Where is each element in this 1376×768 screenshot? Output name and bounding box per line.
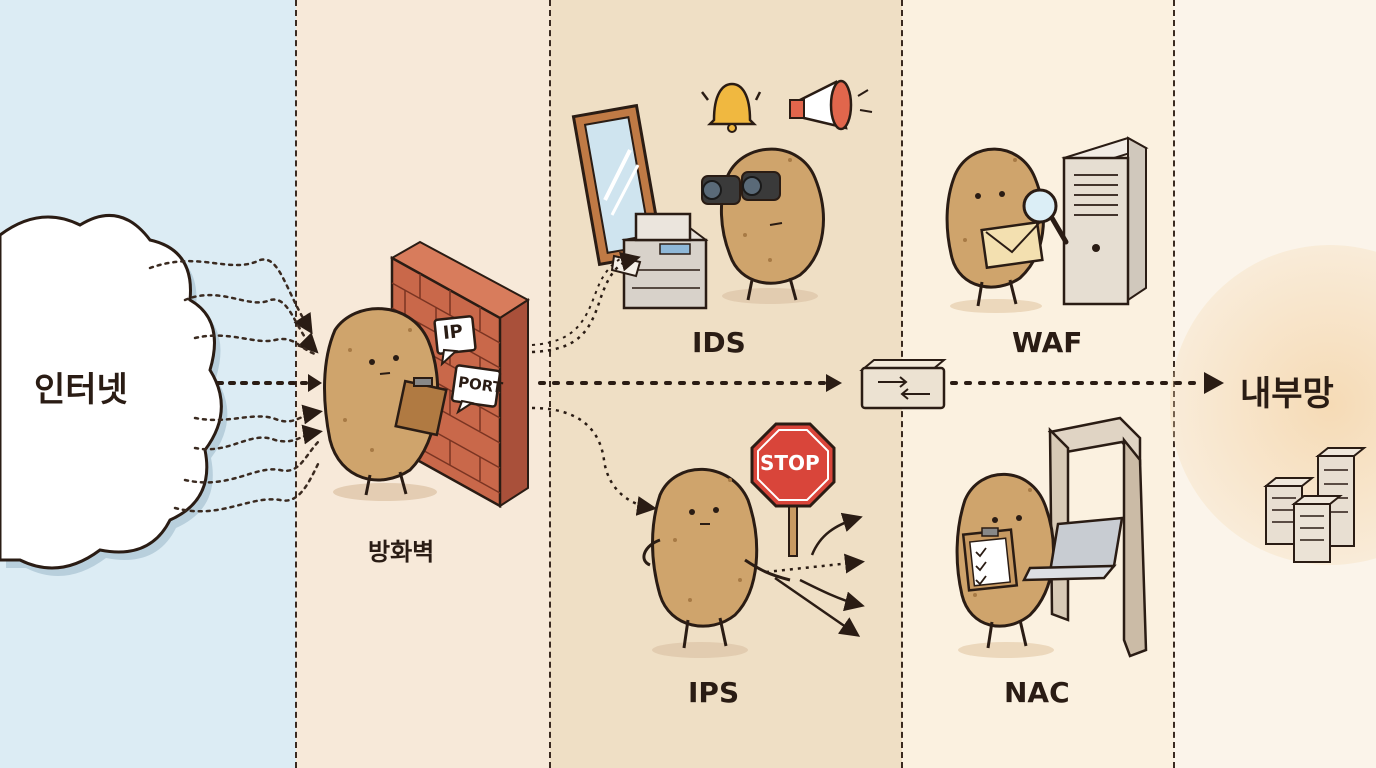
waf-potato [945, 147, 1069, 313]
separator-line [549, 0, 551, 768]
nac-label: NAC [1004, 676, 1070, 709]
nac-potato [955, 472, 1124, 658]
ips-label: IPS [688, 676, 740, 709]
server-cluster-icon [1263, 447, 1367, 563]
ip-badge [433, 315, 477, 367]
cloud-icon [0, 213, 228, 576]
bell-icon [701, 82, 762, 133]
checklist-icon [961, 527, 1019, 592]
megaphone-icon [789, 79, 873, 131]
port-badge [450, 364, 502, 415]
ips-flow-arrow [531, 406, 657, 516]
magnifier-icon [1022, 188, 1069, 245]
firewall-label: 방화벽 [368, 538, 435, 566]
internet-label: 인터넷 [34, 370, 128, 410]
firewall-potato [323, 307, 448, 501]
envelope-icon [980, 220, 1044, 270]
ids-label: IDS [692, 326, 746, 359]
copier-icon [610, 212, 709, 310]
ip-badge-text: IP [441, 321, 464, 344]
mirror-flow-arrow [531, 251, 641, 354]
server-icon [1061, 136, 1149, 306]
stop-sign-text: STOP [760, 451, 820, 475]
incoming-traffic-lines [148, 258, 323, 513]
binoculars-icon [701, 171, 781, 205]
laptop-icon [1021, 516, 1124, 582]
waf-label: WAF [1012, 326, 1083, 359]
blocked-traffic-arrows [765, 512, 865, 637]
switch-icon [859, 359, 947, 410]
separator-line [295, 0, 297, 768]
internal-network-label: 내부망 [1240, 374, 1334, 414]
ids-potato [701, 147, 825, 304]
stop-sign-icon [750, 422, 836, 557]
ips-potato [642, 467, 791, 658]
